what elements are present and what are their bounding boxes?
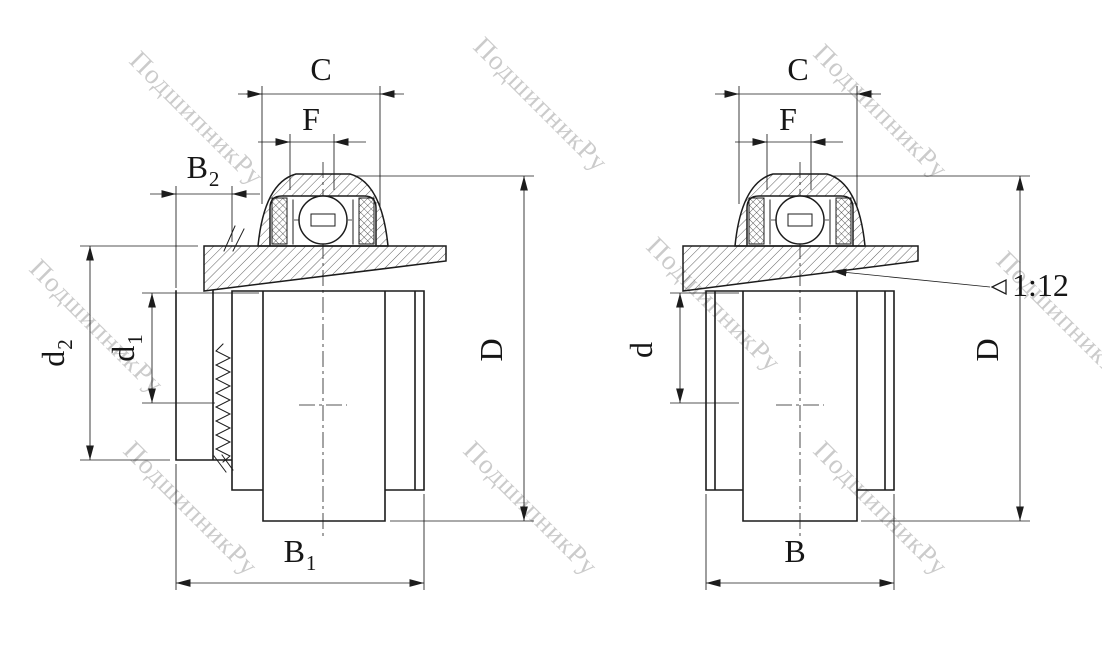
dim-label-f-left: F xyxy=(302,101,320,137)
shaft-and-sleeve-right xyxy=(705,290,895,522)
ring-land-lines-right xyxy=(769,199,831,245)
dimension-b-right: B xyxy=(705,494,895,590)
right-view: C F d D B 1 xyxy=(623,51,1069,590)
watermark-text: ПодшипникРу xyxy=(24,253,171,400)
dimension-b2-left: B2 xyxy=(150,149,260,288)
taper-ratio-label: 1:12 xyxy=(1012,267,1069,303)
dim-label-b-right: B xyxy=(784,533,805,569)
dim-d1-sub: 1 xyxy=(123,334,147,345)
lock-washer-tab-bottom-left xyxy=(213,454,234,473)
dim-label-c-left: C xyxy=(310,51,331,87)
dim-b2-sub: 2 xyxy=(209,167,220,191)
cage-right xyxy=(787,213,813,227)
dim-label-c-right: C xyxy=(787,51,808,87)
shaft-and-sleeve-left xyxy=(175,290,425,522)
taper-annotation: 1:12 xyxy=(831,267,1069,303)
outer-ring-section-left xyxy=(257,173,389,247)
dim-label-d-right: d xyxy=(623,342,659,358)
dimension-d1-left: d1 xyxy=(105,292,259,404)
dim-d1-base: d xyxy=(105,346,141,362)
extension-lines xyxy=(831,175,1030,522)
extension-lines xyxy=(142,292,259,404)
sleeve-collar-section-left xyxy=(203,245,447,292)
dimension-d-right: d xyxy=(623,292,739,404)
dim-label-f-right: F xyxy=(779,101,797,137)
dimension-f-right: F xyxy=(735,101,843,190)
dimension-b1-left: B1 xyxy=(175,464,425,590)
dim-label-b2-left: B2 xyxy=(187,149,220,191)
seal-sections-left xyxy=(271,197,375,245)
extension-lines xyxy=(705,494,895,590)
cage-left xyxy=(310,213,336,227)
dim-label-b1-left: B1 xyxy=(284,533,317,575)
dim-b1-base: B xyxy=(284,533,305,569)
dim-d2-sub: 2 xyxy=(53,339,77,350)
ring-land-lines-left xyxy=(292,199,354,245)
dim-label-D-left: D xyxy=(473,338,509,361)
taper-triangle-icon xyxy=(990,278,1007,296)
dimension-D-left: D xyxy=(354,175,534,522)
watermark-text: ПодшипникРу xyxy=(458,435,605,582)
dim-b2-base: B xyxy=(187,149,208,185)
dim-d2-base: d xyxy=(35,351,71,367)
watermark-text: ПодшипникРу xyxy=(808,38,955,185)
extension-lines xyxy=(738,86,858,206)
outer-ring-section-right xyxy=(734,173,866,247)
extension-lines xyxy=(354,175,534,522)
extension-lines xyxy=(261,86,381,206)
watermark-text: ПодшипникРу xyxy=(468,31,615,178)
inner-ring-collar-section-right xyxy=(682,245,919,292)
dimension-c-left: C xyxy=(238,51,404,206)
taper-leader-line xyxy=(831,268,991,288)
seal-sections-right xyxy=(748,197,852,245)
lock-washer-tab-top-left xyxy=(223,225,245,252)
left-view: C F B2 d2 d1 xyxy=(35,51,534,590)
dimension-d2-left: d2 xyxy=(35,245,198,461)
dim-label-d2-left: d2 xyxy=(35,339,77,367)
extension-lines xyxy=(80,245,198,461)
dimension-f-left: F xyxy=(258,101,366,190)
dim-b1-sub: 1 xyxy=(306,551,317,575)
dim-label-d1-left: d1 xyxy=(105,334,147,362)
watermark-text: ПодшипникРу xyxy=(118,435,265,582)
watermarks: ПодшипникРу ПодшипникРу ПодшипникРу Подш… xyxy=(24,31,1102,582)
dimension-D-right: D xyxy=(831,175,1030,522)
extension-lines xyxy=(175,464,425,590)
watermark-text: ПодшипникРу xyxy=(808,435,955,582)
dimension-c-right: C xyxy=(715,51,881,206)
dim-label-D-right: D xyxy=(969,338,1005,361)
locknut-thread-zigzag-left xyxy=(214,343,232,463)
